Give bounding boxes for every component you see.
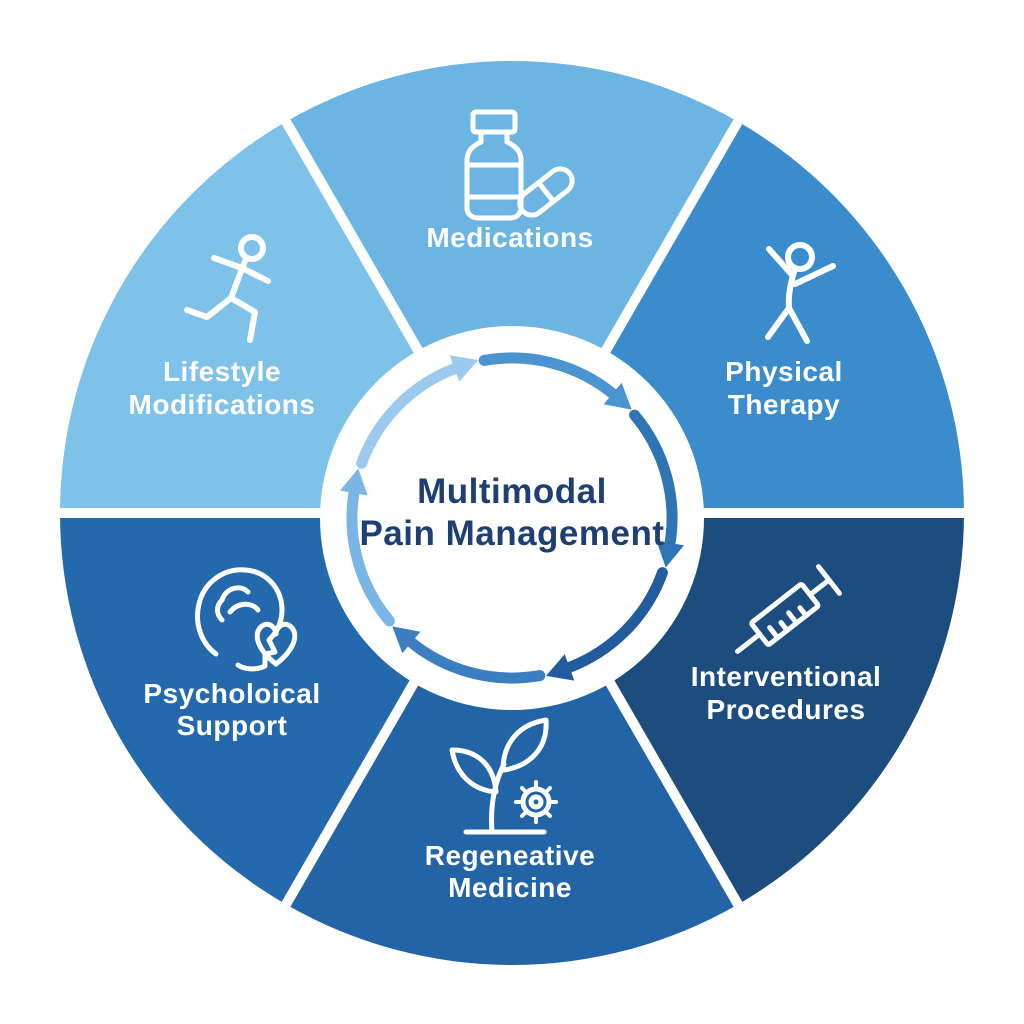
cycle-arrow-4 bbox=[546, 567, 668, 681]
running-person-icon bbox=[184, 234, 271, 343]
label-interventional-line1: Interventional bbox=[691, 661, 882, 692]
cycle-arrows bbox=[340, 352, 684, 684]
segment-labels: Medications Physical Therapy Interventio… bbox=[129, 222, 882, 903]
stretching-person-icon bbox=[765, 242, 836, 344]
syringe-icon bbox=[735, 564, 842, 654]
center-circle bbox=[320, 326, 704, 710]
label-regenerative-line2: Medicine bbox=[448, 872, 572, 903]
cycle-arrow-3 bbox=[629, 409, 684, 568]
center-title-line1: Multimodal bbox=[417, 472, 607, 511]
cycle-arrow-6 bbox=[340, 468, 395, 627]
label-lifestyle-line2: Modifications bbox=[129, 389, 316, 420]
cycle-arrow-1 bbox=[356, 355, 478, 469]
center-title-line2: Pain Management bbox=[359, 514, 664, 553]
plant-gear-icon bbox=[449, 717, 558, 835]
label-psychological-line1: Psycholoical bbox=[143, 678, 320, 709]
cycle-arrow-2 bbox=[478, 352, 632, 410]
label-regenerative-line1: Regeneative bbox=[425, 840, 595, 871]
segment-medications bbox=[286, 61, 738, 514]
label-physical-line2: Therapy bbox=[728, 389, 840, 420]
label-medications: Medications bbox=[426, 222, 593, 253]
label-lifestyle-line1: Lifestyle bbox=[163, 356, 281, 387]
cycle-arrow-5 bbox=[392, 626, 546, 684]
pill-bottle-capsule-icon bbox=[464, 109, 575, 221]
label-interventional-line2: Procedures bbox=[706, 694, 865, 725]
head-brain-heart-icon bbox=[195, 567, 298, 672]
label-physical-line1: Physical bbox=[725, 356, 843, 387]
center-title: Multimodal Pain Management bbox=[359, 472, 664, 553]
label-psychological-line2: Support bbox=[177, 710, 288, 741]
